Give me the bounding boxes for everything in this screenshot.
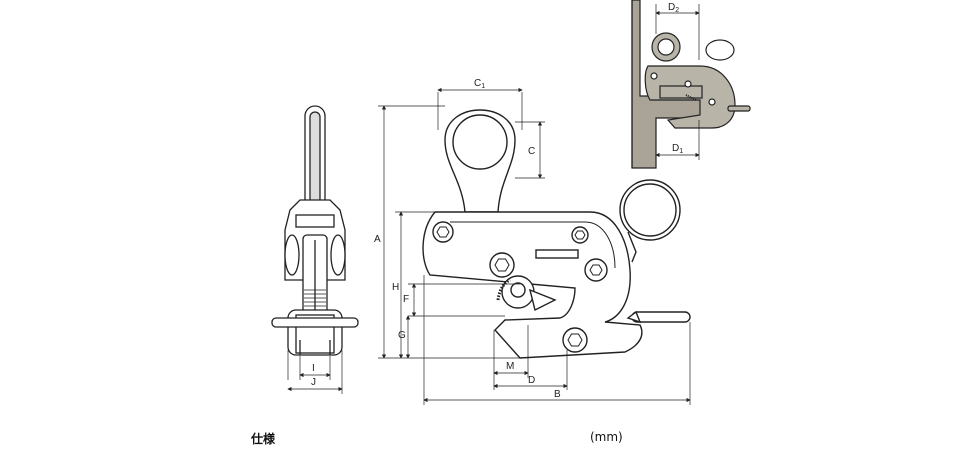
label-F: F (403, 294, 409, 305)
label-A: A (374, 234, 381, 245)
label-M: M (506, 361, 514, 372)
label-C: C (528, 146, 535, 157)
front-dimension-lines (378, 87, 691, 405)
label-D: D (528, 375, 535, 386)
label-C1: C1 (474, 78, 485, 90)
label-H: H (392, 282, 399, 293)
label-D1: D1 (672, 143, 683, 155)
label-I: I (312, 363, 315, 374)
label-B: B (554, 389, 561, 400)
inset-dimension-lines (655, 4, 700, 160)
spec-heading: 仕様 (251, 432, 276, 446)
dim-I (287, 350, 343, 394)
unit-label: (mm) (590, 430, 623, 444)
label-G: G (398, 330, 406, 341)
label-J: J (311, 377, 316, 388)
side-view (271, 105, 359, 356)
inset-usage (631, 0, 751, 169)
label-D2: D2 (668, 2, 679, 14)
front-view (422, 109, 691, 359)
